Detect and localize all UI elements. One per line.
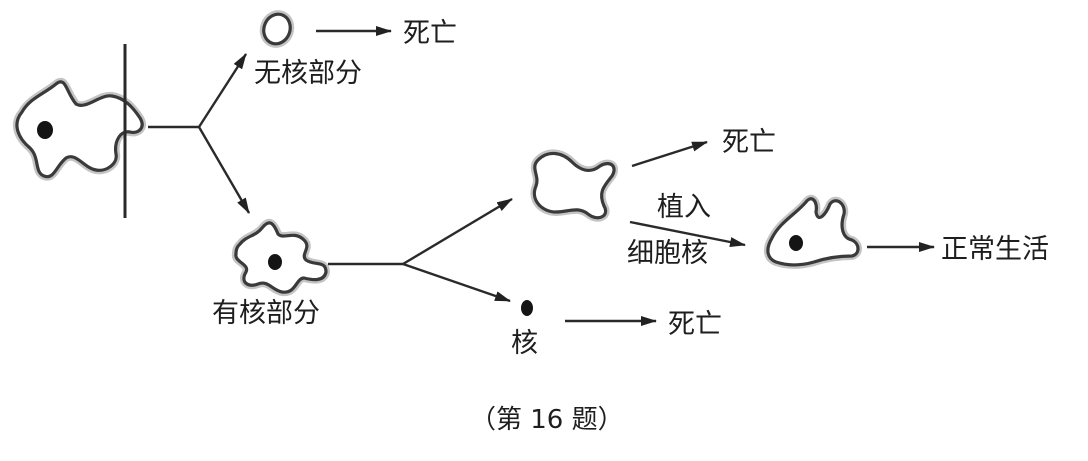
enucleated-cell: [534, 153, 614, 217]
recovered-cell: [768, 199, 858, 265]
arrow-to-anucleate: [199, 54, 246, 127]
implant-label-line2: 细胞核: [627, 238, 708, 269]
nucleate-fragment: [236, 223, 326, 292]
death-label-3: 死亡: [668, 309, 722, 340]
figure-caption: （第 16 题）: [470, 405, 624, 435]
arrow-to-nucleate: [199, 127, 249, 213]
implant-label-line1: 植入: [657, 192, 711, 223]
nucleate-fragment-nucleus: [268, 254, 282, 270]
normal-life-label: 正常生活: [941, 234, 1049, 265]
arrow-to-isolated-nucleus: [403, 264, 510, 301]
anucleate-fragment: [260, 10, 295, 47]
implanted-nucleus: [789, 235, 803, 251]
arrow-to-enucleated-cell: [403, 199, 512, 264]
original-amoeba: [17, 82, 142, 177]
nucleate-part-label: 有核部分: [212, 298, 320, 329]
death-label-2: 死亡: [722, 127, 776, 158]
arrow-enucleated-to-death: [632, 142, 707, 166]
death-label-1: 死亡: [403, 18, 457, 49]
original-nucleus: [37, 121, 53, 139]
anucleate-part-label: 无核部分: [254, 58, 362, 89]
isolated-nucleus: [521, 300, 533, 316]
nucleus-label: 核: [511, 328, 538, 359]
